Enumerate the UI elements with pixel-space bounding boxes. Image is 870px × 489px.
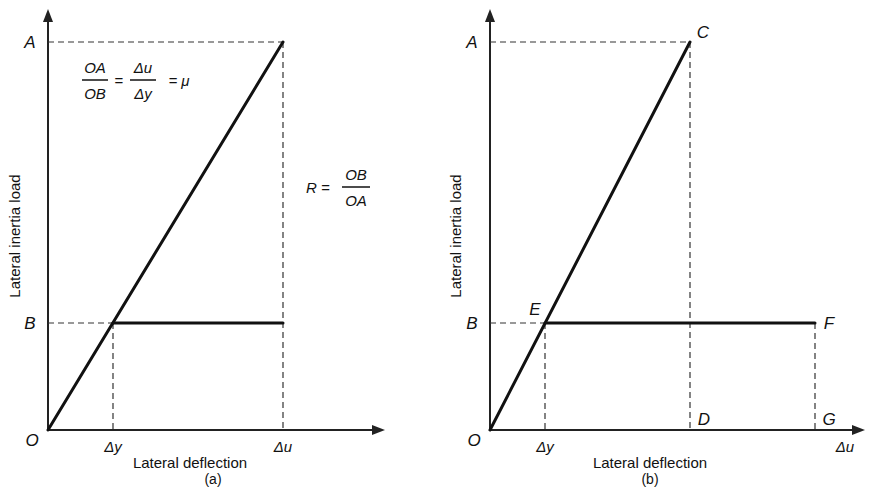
- dashed-guides: [48, 42, 815, 430]
- axis-title: Lateral deflection: [593, 455, 707, 470]
- response-curves: [48, 42, 815, 430]
- ratio-term: OB: [345, 167, 367, 182]
- deflection-mark: Δu: [274, 439, 292, 454]
- point-letter: O: [467, 432, 480, 449]
- point-letter: B: [24, 315, 35, 332]
- guide-line: [814, 323, 815, 430]
- arrowhead: [485, 9, 495, 22]
- point-letter: A: [466, 34, 477, 51]
- plastic-plateau: [113, 322, 283, 325]
- point-letter: C: [697, 24, 709, 41]
- axis-title: Lateral inertia load: [448, 174, 463, 297]
- guide-line: [490, 41, 690, 42]
- equals-sign: =: [115, 73, 124, 88]
- elastic-line: [490, 42, 690, 430]
- axes: [48, 20, 854, 430]
- fraction-bar: [130, 79, 156, 81]
- point-letter: E: [529, 301, 540, 318]
- axis-arrowheads: [43, 9, 865, 435]
- point-letter: G: [822, 411, 835, 428]
- x-axis: [48, 429, 374, 431]
- point-letter: F: [824, 315, 834, 332]
- deflection-mark: Δy: [536, 439, 554, 454]
- fraction-bar: [342, 186, 370, 188]
- point-letter: O: [25, 432, 38, 449]
- y-axis: [47, 20, 49, 430]
- deflection-mark: Δu: [836, 439, 854, 454]
- guide-line: [490, 322, 545, 323]
- ratio-term: R =: [306, 180, 330, 195]
- guide-line: [689, 42, 690, 430]
- point-letter: A: [24, 34, 35, 51]
- fraction-bars: [82, 80, 370, 187]
- ratio-term: Δu: [134, 60, 152, 75]
- ratio-term: Δy: [134, 86, 152, 101]
- arrowhead: [43, 9, 53, 22]
- axis-title: Lateral deflection: [133, 455, 247, 470]
- deflection-mark: Δy: [104, 439, 122, 454]
- guide-line: [48, 41, 283, 42]
- point-letter: B: [466, 315, 477, 332]
- ratio-term: OA: [345, 193, 367, 208]
- panel-label: (a): [204, 472, 221, 486]
- fraction-bar: [82, 79, 108, 81]
- guide-line: [48, 322, 113, 323]
- point-letter: D: [698, 411, 710, 428]
- x-axis: [490, 429, 854, 431]
- guide-line: [112, 323, 113, 430]
- arrowhead: [372, 425, 385, 435]
- panel-label: (b): [641, 472, 658, 486]
- axis-title: Lateral inertia load: [7, 174, 22, 297]
- plastic-plateau: [545, 322, 815, 325]
- guide-line: [544, 323, 545, 430]
- ratio-term: OB: [84, 86, 106, 101]
- ratio-term: OA: [84, 60, 106, 75]
- arrowhead: [852, 425, 865, 435]
- y-axis: [489, 20, 491, 430]
- guide-line: [282, 42, 283, 430]
- ratio-result: = μ: [168, 73, 189, 88]
- elastic-line: [48, 42, 283, 430]
